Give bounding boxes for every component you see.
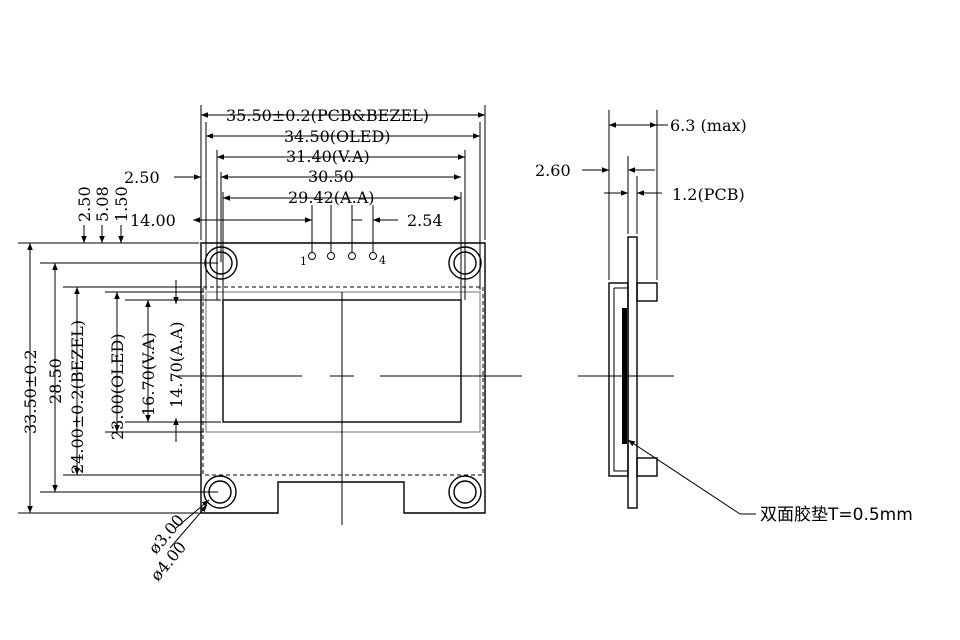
dim-max-thickness: 6.3 (max) (670, 116, 747, 135)
bezel-outline (202, 286, 484, 476)
pcb-outline (200, 242, 486, 514)
pin-header: 1 4 (300, 252, 386, 268)
side-display-body (608, 282, 629, 477)
dim-pcb-height: 33.50±0.2 (21, 349, 40, 434)
side-tab-bottom (636, 457, 658, 477)
front-view: 1 4 (175, 242, 522, 525)
dim-pin-pitch: 2.54 (407, 211, 443, 230)
dim-bezel-offset: 5.08 (93, 186, 112, 222)
dim-pcb-thickness: 1.2(PCB) (672, 185, 745, 204)
pin-4-label: 4 (379, 254, 386, 267)
dim-aa-height: 14.70(A.A) (167, 322, 186, 408)
dim-hole-spacing-y: 28.50 (46, 358, 65, 404)
dim-hole-inset-x: 2.50 (124, 168, 160, 187)
top-dimensions: 35.50±0.2(PCB&BEZEL) 34.50(OLED) 31.40(V… (124, 105, 486, 300)
pin-1-label: 1 (300, 255, 307, 268)
dim-side-offset: 2.60 (535, 161, 571, 180)
dim-va-width: 31.40(V.A) (286, 147, 370, 166)
mount-hole-bottom-right (448, 475, 482, 509)
dim-pin-offset: 14.00 (130, 211, 176, 230)
tape-note: 双面胶垫T=0.5mm (760, 505, 913, 525)
dim-aa-width: 29.42(A.A) (288, 188, 374, 207)
dim-hole-inset-y: 2.50 (75, 186, 94, 222)
side-tab-top (636, 282, 658, 302)
side-pcb (627, 236, 638, 509)
dim-hole-spacing-x: 30.50 (308, 167, 354, 186)
dim-bezel-height: 24.00±0.2(BEZEL) (68, 320, 87, 474)
oled-outline (205, 291, 481, 433)
dim-pcb-bezel-width: 35.50±0.2(PCB&BEZEL) (226, 106, 429, 125)
dim-oled-width: 34.50(OLED) (284, 127, 391, 146)
dim-oled-height: 23.00(OLED) (108, 333, 127, 440)
dim-va-height: 16.70(V.A) (139, 332, 158, 416)
side-view: 6.3 (max) 2.60 1.2(PCB) 双面胶垫T=0.5mm (535, 110, 913, 525)
left-dimensions: 33.50±0.2 28.50 24.00±0.2(BEZEL) 23.00(O… (18, 186, 221, 514)
dim-oled-offset: 1.50 (112, 186, 131, 222)
